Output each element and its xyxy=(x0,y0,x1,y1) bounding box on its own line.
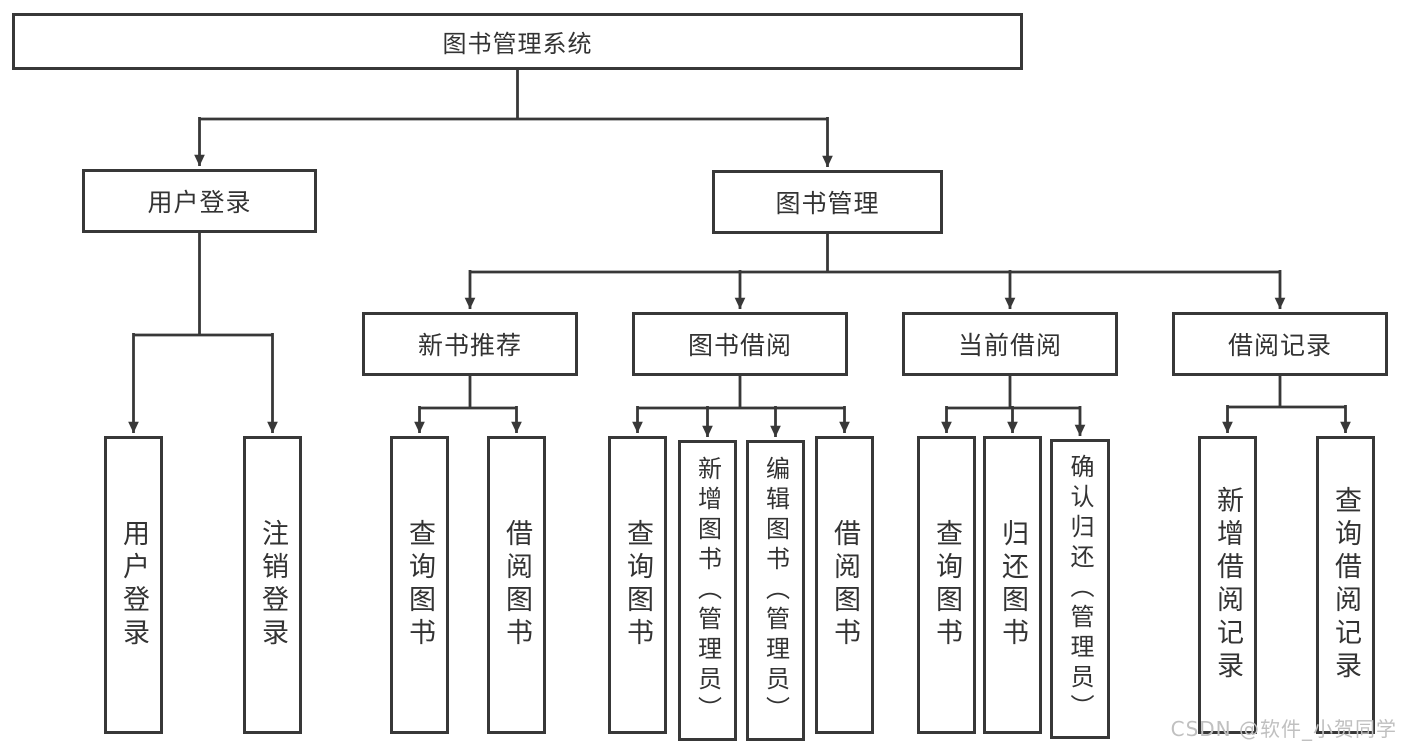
node-book-borrow: 图书借阅 xyxy=(632,312,848,376)
leaf-cb-query-book: 查询图书 xyxy=(917,436,976,734)
leaf-logout: 注销登录 xyxy=(243,436,302,734)
node-borrow-record: 借阅记录 xyxy=(1172,312,1388,376)
node-book-management: 图书管理 xyxy=(712,170,943,234)
leaf-cb-confirm-return-admin: 确认归还（管理员） xyxy=(1050,439,1110,739)
leaf-bb-query-book: 查询图书 xyxy=(608,436,667,734)
node-new-book-recommend: 新书推荐 xyxy=(362,312,578,376)
leaf-user-login: 用户登录 xyxy=(104,436,163,734)
node-current-borrow: 当前借阅 xyxy=(902,312,1118,376)
node-root-library-system: 图书管理系统 xyxy=(12,13,1023,70)
leaf-cb-return-book: 归还图书 xyxy=(983,436,1042,734)
leaf-nb-borrow-book: 借阅图书 xyxy=(487,436,546,734)
leaf-bb-add-book-admin: 新增图书（管理员） xyxy=(678,440,737,741)
leaf-bb-edit-book-admin: 编辑图书（管理员） xyxy=(746,440,805,741)
csdn-watermark: CSDN @软件_小贺同学 xyxy=(1170,717,1397,741)
leaf-br-add-record: 新增借阅记录 xyxy=(1198,436,1257,734)
leaf-bb-borrow-book: 借阅图书 xyxy=(815,436,874,734)
node-user-login: 用户登录 xyxy=(82,169,317,233)
leaf-br-query-record: 查询借阅记录 xyxy=(1316,436,1375,734)
leaf-nb-query-book: 查询图书 xyxy=(390,436,449,734)
